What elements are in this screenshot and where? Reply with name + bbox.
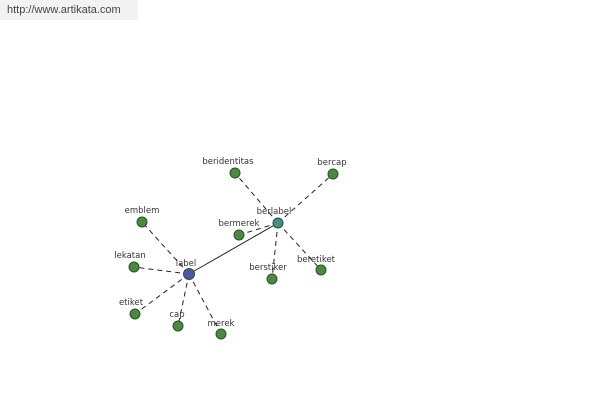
node-label[interactable] [183, 268, 195, 280]
node-label-bermerek[interactable]: bermerek [219, 219, 260, 229]
edge-label-emblem [141, 221, 190, 275]
node-label-beridentitas[interactable]: beridentitas [202, 157, 254, 167]
node-emblem[interactable] [136, 216, 148, 228]
node-label-lekatan[interactable]: lekatan [114, 251, 146, 261]
edge-label-merek [188, 273, 222, 335]
node-label-merek[interactable]: merek [208, 319, 235, 329]
node-bermerek[interactable] [233, 229, 245, 241]
edge-berlabel-bercap [277, 173, 334, 224]
node-berstiker[interactable] [266, 273, 278, 285]
edge-berlabel-beretiket [277, 222, 322, 271]
node-label-etiket[interactable]: etiket [119, 298, 144, 308]
site-url[interactable]: http://www.artikata.com [0, 0, 138, 20]
graph-labels: label berlabel beridentitas bercap bermerek b… [114, 157, 346, 329]
edge-berlabel-berstiker [271, 222, 279, 280]
edge-label-etiket [134, 273, 190, 315]
graph-nodes [128, 167, 339, 340]
edge-berlabel-bermerek [238, 222, 279, 236]
graph-edges [133, 172, 334, 335]
node-beretiket[interactable] [315, 264, 327, 276]
node-label-emblem[interactable]: emblem [125, 206, 160, 216]
node-bercap[interactable] [327, 168, 339, 180]
node-etiket[interactable] [129, 308, 141, 320]
node-cap[interactable] [172, 320, 184, 332]
edge-berlabel-beridentitas [234, 172, 279, 224]
edge-label-lekatan [133, 266, 190, 275]
node-label-label[interactable]: label [176, 259, 197, 269]
node-label-berstiker[interactable]: berstiker [249, 263, 287, 273]
node-lekatan[interactable] [128, 261, 140, 273]
node-label-berlabel[interactable]: berlabel [257, 207, 292, 217]
node-berlabel[interactable] [272, 217, 284, 229]
node-label-beretiket[interactable]: beretiket [297, 255, 336, 265]
node-merek[interactable] [215, 328, 227, 340]
node-beridentitas[interactable] [229, 167, 241, 179]
edge-label-berlabel [188, 222, 279, 275]
node-label-bercap[interactable]: bercap [317, 158, 346, 168]
node-label-cap[interactable]: cap [169, 310, 184, 320]
